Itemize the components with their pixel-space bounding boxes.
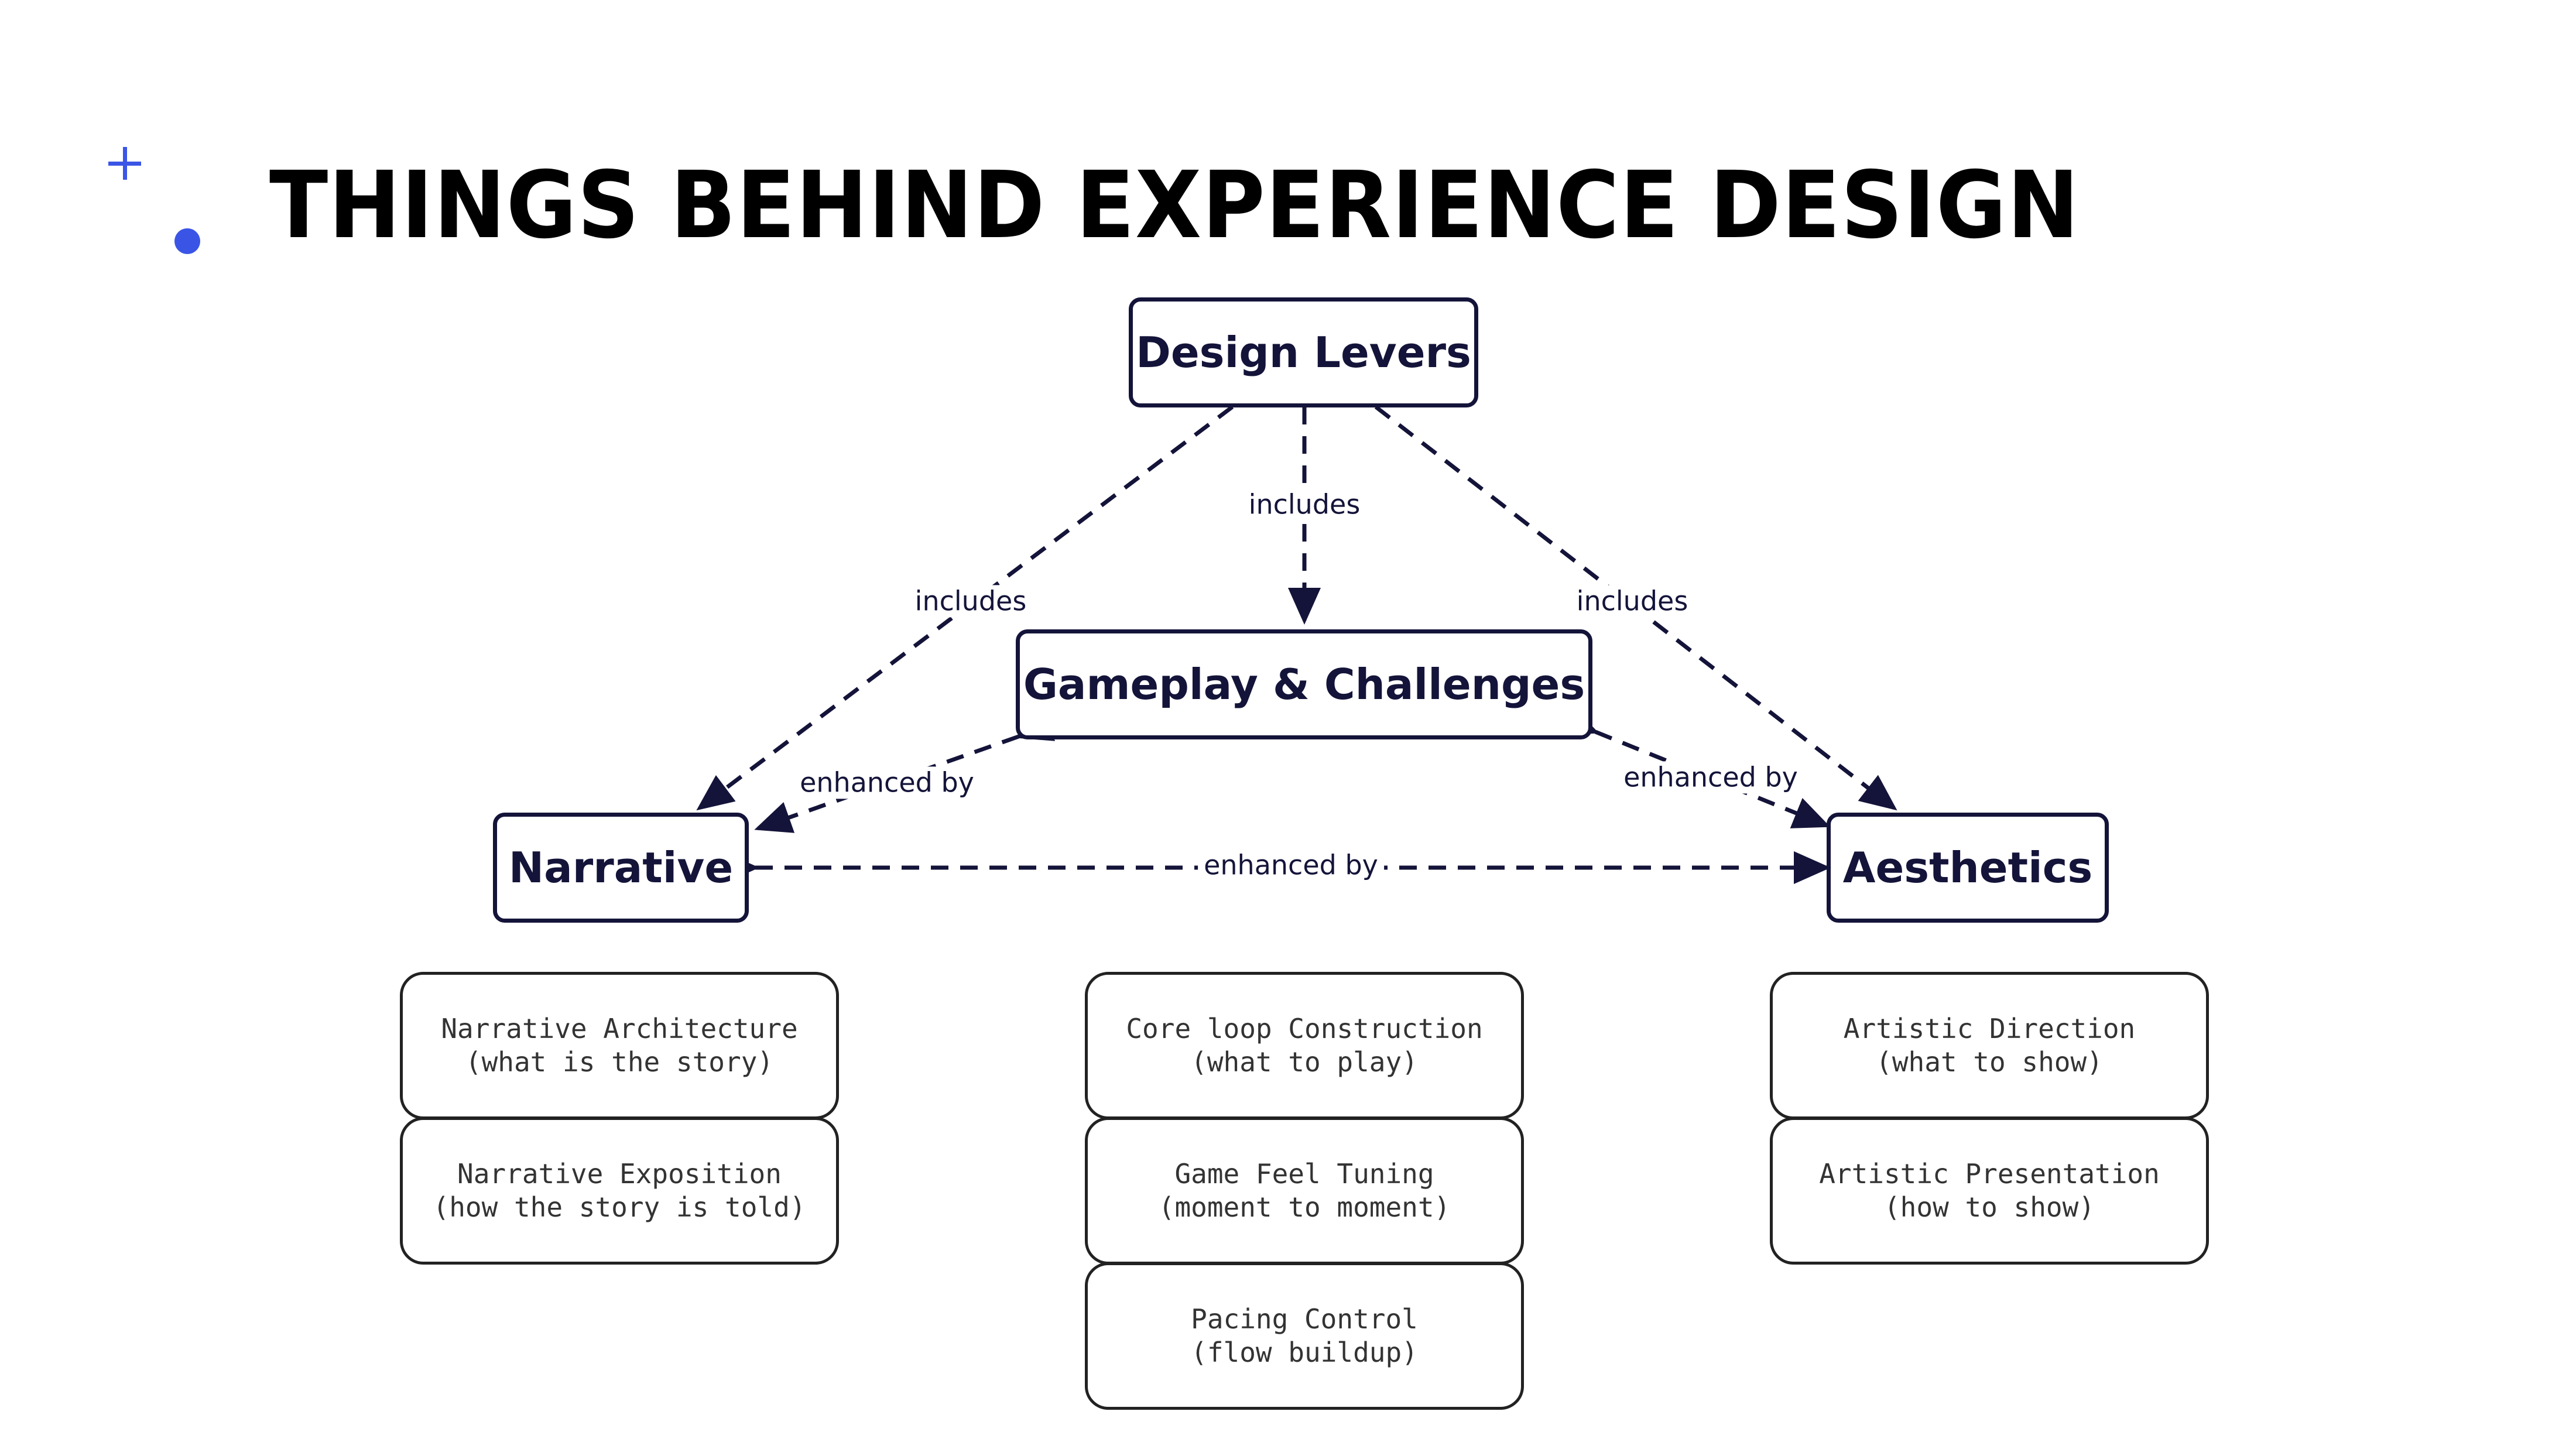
core-loop-box: Core loop Construction (what to play) (1085, 972, 1524, 1119)
box-subtitle: (flow buildup) (1191, 1337, 1418, 1368)
edge-label-levers-narrative: includes (909, 585, 1033, 618)
edge-gameplay-narrative (754, 710, 1056, 833)
edge-label-gameplay-narrative: enhanced by (794, 766, 980, 799)
edge-label-levers-aesthetics: includes (1570, 585, 1694, 618)
node-design-levers: Design Levers (1129, 297, 1478, 407)
edge-label-gameplay-aesthetics: enhanced by (1618, 761, 1804, 794)
node-gameplay: Gameplay & Challenges (1016, 629, 1592, 739)
box-title: Narrative Exposition (457, 1157, 782, 1190)
narrative-architecture-box: Narrative Architecture (what is the stor… (400, 972, 839, 1119)
box-subtitle: (what to play) (1191, 1046, 1418, 1078)
node-design-levers-label: Design Levers (1136, 328, 1471, 377)
edge-label-narrative-aesthetics: enhanced by (1198, 849, 1384, 882)
narrative-exposition-box: Narrative Exposition (how the story is t… (400, 1117, 839, 1265)
artistic-direction-box: Artistic Direction (what to show) (1770, 972, 2209, 1119)
bullet-dot-icon (174, 228, 200, 254)
plus-icon (108, 146, 143, 181)
edge-label-levers-gameplay: includes (1242, 488, 1366, 521)
pacing-control-box: Pacing Control (flow buildup) (1085, 1262, 1524, 1410)
box-title: Core loop Construction (1126, 1012, 1483, 1044)
box-subtitle: (what to show) (1876, 1046, 2103, 1078)
slide-title: THINGS BEHIND EXPERIENCE DESIGN (269, 152, 2080, 259)
node-aesthetics: Aesthetics (1827, 813, 2109, 923)
node-narrative-label: Narrative (508, 843, 734, 892)
node-narrative: Narrative (493, 813, 749, 923)
box-subtitle: (what is the story) (465, 1046, 774, 1078)
box-title: Pacing Control (1191, 1303, 1418, 1335)
box-title: Game Feel Tuning (1174, 1157, 1434, 1190)
box-title: Artistic Direction (1843, 1012, 2136, 1044)
box-subtitle: (moment to moment) (1158, 1191, 1451, 1223)
game-feel-box: Game Feel Tuning (moment to moment) (1085, 1117, 1524, 1265)
box-title: Narrative Architecture (441, 1012, 798, 1044)
node-aesthetics-label: Aesthetics (1842, 843, 2093, 892)
box-title: Artistic Presentation (1819, 1157, 2160, 1190)
artistic-presentation-box: Artistic Presentation (how to show) (1770, 1117, 2209, 1265)
box-subtitle: (how to show) (1883, 1191, 2095, 1223)
node-gameplay-label: Gameplay & Challenges (1023, 660, 1585, 709)
box-subtitle: (how the story is told) (433, 1191, 806, 1223)
